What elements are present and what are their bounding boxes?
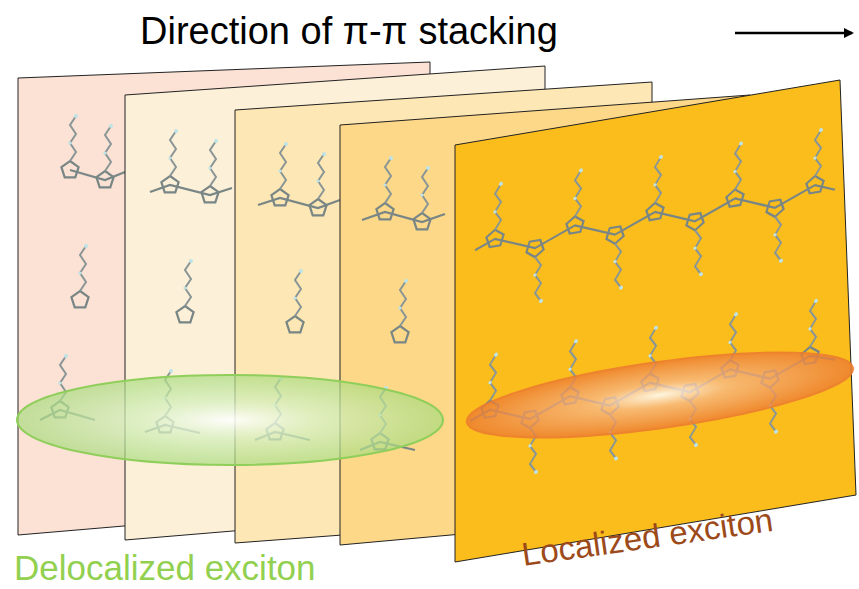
delocalized-exciton-ellipse bbox=[17, 375, 443, 465]
delocalized-label: Delocalized exciton bbox=[14, 550, 316, 585]
direction-label: Direction of π-π stacking bbox=[140, 12, 558, 50]
localized-exciton-ellipse bbox=[462, 335, 857, 455]
polymer bbox=[40, 114, 125, 420]
sheet bbox=[455, 80, 856, 562]
direction-arrow bbox=[735, 32, 852, 35]
